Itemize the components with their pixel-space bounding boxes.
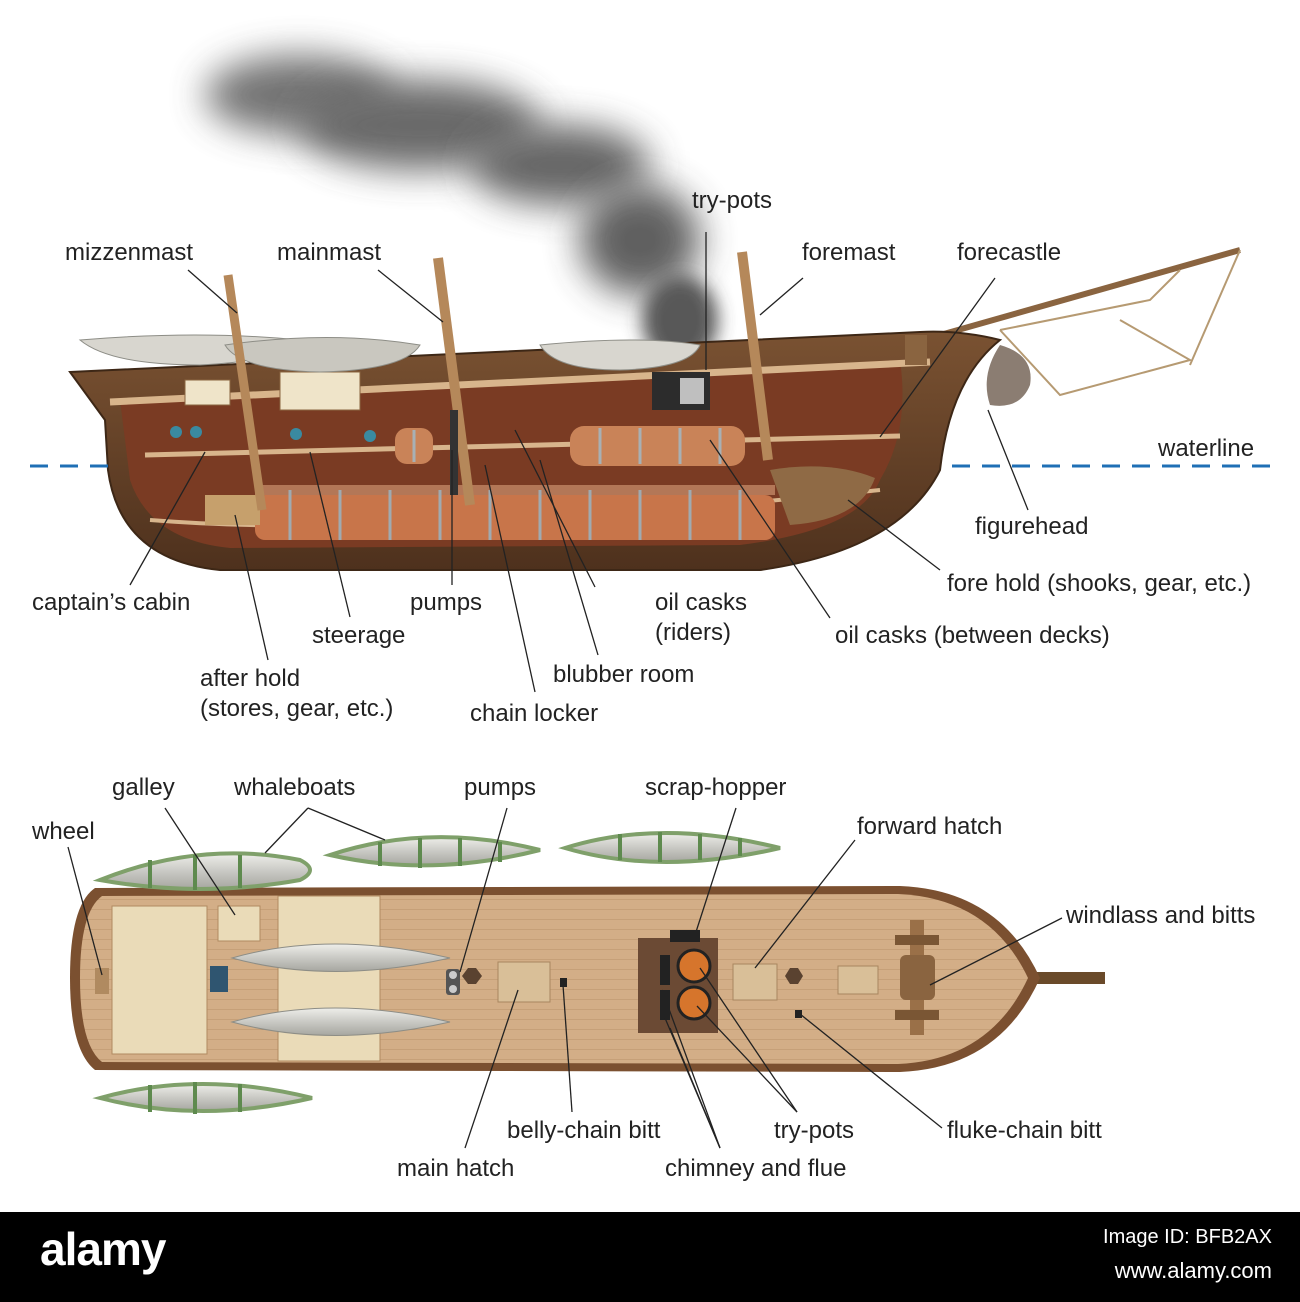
galley-box <box>217 905 261 942</box>
label-waterline: waterline <box>1158 435 1255 462</box>
watermark-bar <box>0 1212 1300 1302</box>
whaleboat-3 <box>558 831 781 864</box>
label-main-hatch: main hatch <box>397 1155 515 1182</box>
label-forecastle: forecastle <box>957 239 1062 266</box>
label-after-hold: after hold (stores, gear, etc.) <box>200 665 394 722</box>
label-figurehead: figurehead <box>975 513 1089 540</box>
diagram-artwork <box>30 55 1278 1149</box>
label-scrap-hopper: scrap-hopper <box>645 774 787 801</box>
label-chimney-flue: chimney and flue <box>665 1155 847 1182</box>
label-belly-chain-bitt: belly-chain bitt <box>507 1117 661 1144</box>
top-whaleboats <box>92 831 781 1114</box>
side-whaleboat-3 <box>539 339 701 371</box>
top-leader-lines <box>67 807 1063 1149</box>
fluke-chain-bitt-marker <box>795 1010 802 1018</box>
bowsprit <box>904 247 1241 348</box>
windlass <box>895 920 939 1035</box>
label-steerage: steerage <box>312 622 406 649</box>
label-oil-casks-between: oil casks (between decks) <box>835 622 1110 649</box>
deckhouse <box>279 371 361 411</box>
label-windlass: windlass and bitts <box>1066 902 1256 929</box>
label-fluke-chain-bitt: fluke-chain bitt <box>947 1117 1102 1144</box>
skylight <box>210 966 228 992</box>
top-view-ship <box>70 886 1105 1072</box>
whaleboat-4 <box>92 1082 313 1113</box>
watermark-image-id: Image ID: BFB2AX <box>1103 1226 1272 1248</box>
label-foremast: foremast <box>802 239 896 266</box>
forward-hatch-box <box>732 963 778 1001</box>
label-captains-cabin: captain’s cabin <box>32 589 191 616</box>
label-mizzenmast: mizzenmast <box>65 239 194 266</box>
stern-cabin <box>111 905 208 1055</box>
belly-chain-bitt-marker <box>560 978 567 987</box>
top-bowsprit <box>1020 972 1105 984</box>
label-pumps-top: pumps <box>464 774 537 801</box>
label-chain-locker: chain locker <box>470 700 599 727</box>
rider-casks <box>255 485 775 540</box>
mizzenmast-pole <box>223 274 267 511</box>
foremast-pole <box>737 251 773 461</box>
figurehead-carving <box>986 345 1031 406</box>
label-wheel: wheel <box>32 818 95 845</box>
after-hold-stores <box>205 495 260 525</box>
label-forward-hatch: forward hatch <box>857 813 1003 840</box>
fore-hold-gear <box>770 466 875 525</box>
whaleboat-2 <box>322 835 541 868</box>
side-leader-lines <box>129 232 1029 693</box>
label-try-pots-top: try-pots <box>774 1117 855 1144</box>
wheel-box <box>95 968 109 994</box>
portholes <box>170 426 376 442</box>
label-galley: galley <box>112 774 175 801</box>
watermark-logo: alamy <box>40 1223 166 1275</box>
main-hatch-box <box>497 961 551 1003</box>
spare-boat-2 <box>230 1007 451 1036</box>
label-oil-casks-riders: oil casks (riders) <box>655 589 748 646</box>
top-try-works <box>638 930 718 1033</box>
watermark-site: www.alamy.com <box>1114 1258 1272 1283</box>
label-try-pots-side: try-pots <box>692 187 773 214</box>
smoke-plume <box>205 55 718 365</box>
mainmast-pole <box>433 257 475 506</box>
spare-boat-1 <box>230 943 451 972</box>
top-pumps <box>446 969 460 995</box>
label-fore-hold: fore hold (shooks, gear, etc.) <box>947 570 1252 597</box>
side-whaleboat-2 <box>224 337 421 373</box>
side-view-ship <box>68 247 1241 571</box>
side-pumps <box>450 410 458 495</box>
whaleboat-1 <box>92 851 312 891</box>
label-mainmast: mainmast <box>277 239 382 266</box>
between-deck-casks <box>395 426 745 466</box>
label-whaleboats: whaleboats <box>234 774 356 801</box>
label-pumps-side: pumps <box>410 589 483 616</box>
label-blubber-room: blubber room <box>553 661 695 688</box>
